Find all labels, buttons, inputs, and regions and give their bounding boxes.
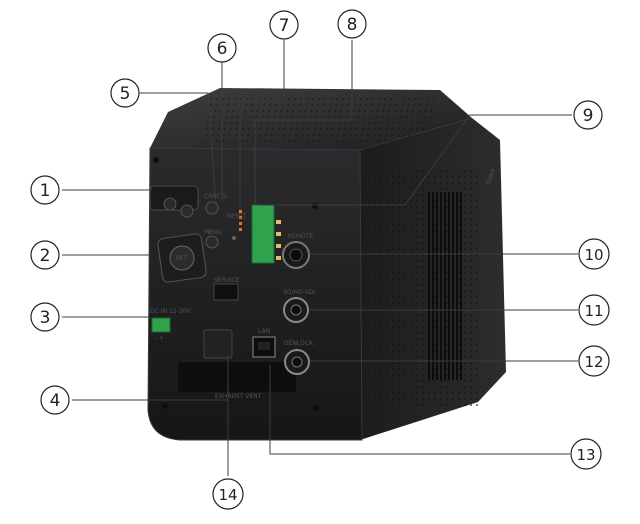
set-label: SET bbox=[176, 255, 188, 262]
svg-text:13: 13 bbox=[576, 446, 595, 464]
terminal-block bbox=[251, 204, 275, 264]
callout-1: 1 bbox=[30, 175, 60, 205]
svg-text:3: 3 bbox=[40, 308, 51, 328]
callout-8: 8 bbox=[337, 9, 367, 39]
svg-text:8: 8 bbox=[347, 15, 358, 35]
lan-label: LAN bbox=[258, 328, 270, 335]
callout-6: 6 bbox=[207, 33, 237, 63]
set-button bbox=[169, 245, 195, 271]
callout-12: 12 bbox=[578, 345, 610, 377]
svg-text:2: 2 bbox=[40, 246, 51, 266]
callouts: 1 2 3 4 5 6 7 8 9 10 11 12 13 14 bbox=[30, 9, 610, 510]
service-label: SERVICE bbox=[214, 277, 240, 284]
menu-button bbox=[205, 235, 219, 249]
reset-label: RESET bbox=[227, 213, 247, 220]
svg-text:7: 7 bbox=[279, 16, 290, 36]
menu-label: MENU bbox=[204, 229, 222, 236]
polarity-label: – + bbox=[154, 335, 164, 342]
svg-text:14: 14 bbox=[218, 486, 237, 504]
svg-text:4: 4 bbox=[50, 391, 61, 411]
callout-5: 5 bbox=[110, 78, 140, 108]
svg-text:9: 9 bbox=[583, 106, 594, 126]
dc-in-label: DC IN 12-30V bbox=[150, 308, 191, 315]
callout-14: 14 bbox=[212, 478, 244, 510]
callout-11: 11 bbox=[578, 294, 610, 326]
callout-13: 13 bbox=[570, 438, 602, 470]
cancel-label: CANCEL bbox=[204, 193, 229, 200]
svg-text:10: 10 bbox=[584, 246, 603, 264]
callout-4: 4 bbox=[40, 385, 70, 415]
callout-7: 7 bbox=[269, 10, 299, 40]
cancel-button bbox=[205, 201, 219, 215]
callout-2: 2 bbox=[30, 240, 60, 270]
sdi-label: 3G/HD-SDI bbox=[283, 289, 315, 296]
dc-in-terminal bbox=[151, 317, 171, 333]
callout-3: 3 bbox=[30, 302, 60, 332]
svg-text:11: 11 bbox=[584, 302, 603, 320]
svg-text:1: 1 bbox=[40, 181, 51, 201]
svg-text:5: 5 bbox=[120, 84, 131, 104]
svg-text:12: 12 bbox=[584, 353, 603, 371]
control-panel bbox=[149, 185, 310, 375]
leader-lines bbox=[62, 40, 578, 476]
exhaust-label: EXHAUST VENT bbox=[215, 393, 262, 400]
callout-9: 9 bbox=[573, 100, 603, 130]
svg-text:6: 6 bbox=[217, 39, 228, 59]
callout-10: 10 bbox=[578, 238, 610, 270]
genlock-label: GENLOCK bbox=[284, 340, 314, 347]
remote-label: REMOTE bbox=[288, 233, 314, 240]
reset-button bbox=[232, 236, 236, 240]
